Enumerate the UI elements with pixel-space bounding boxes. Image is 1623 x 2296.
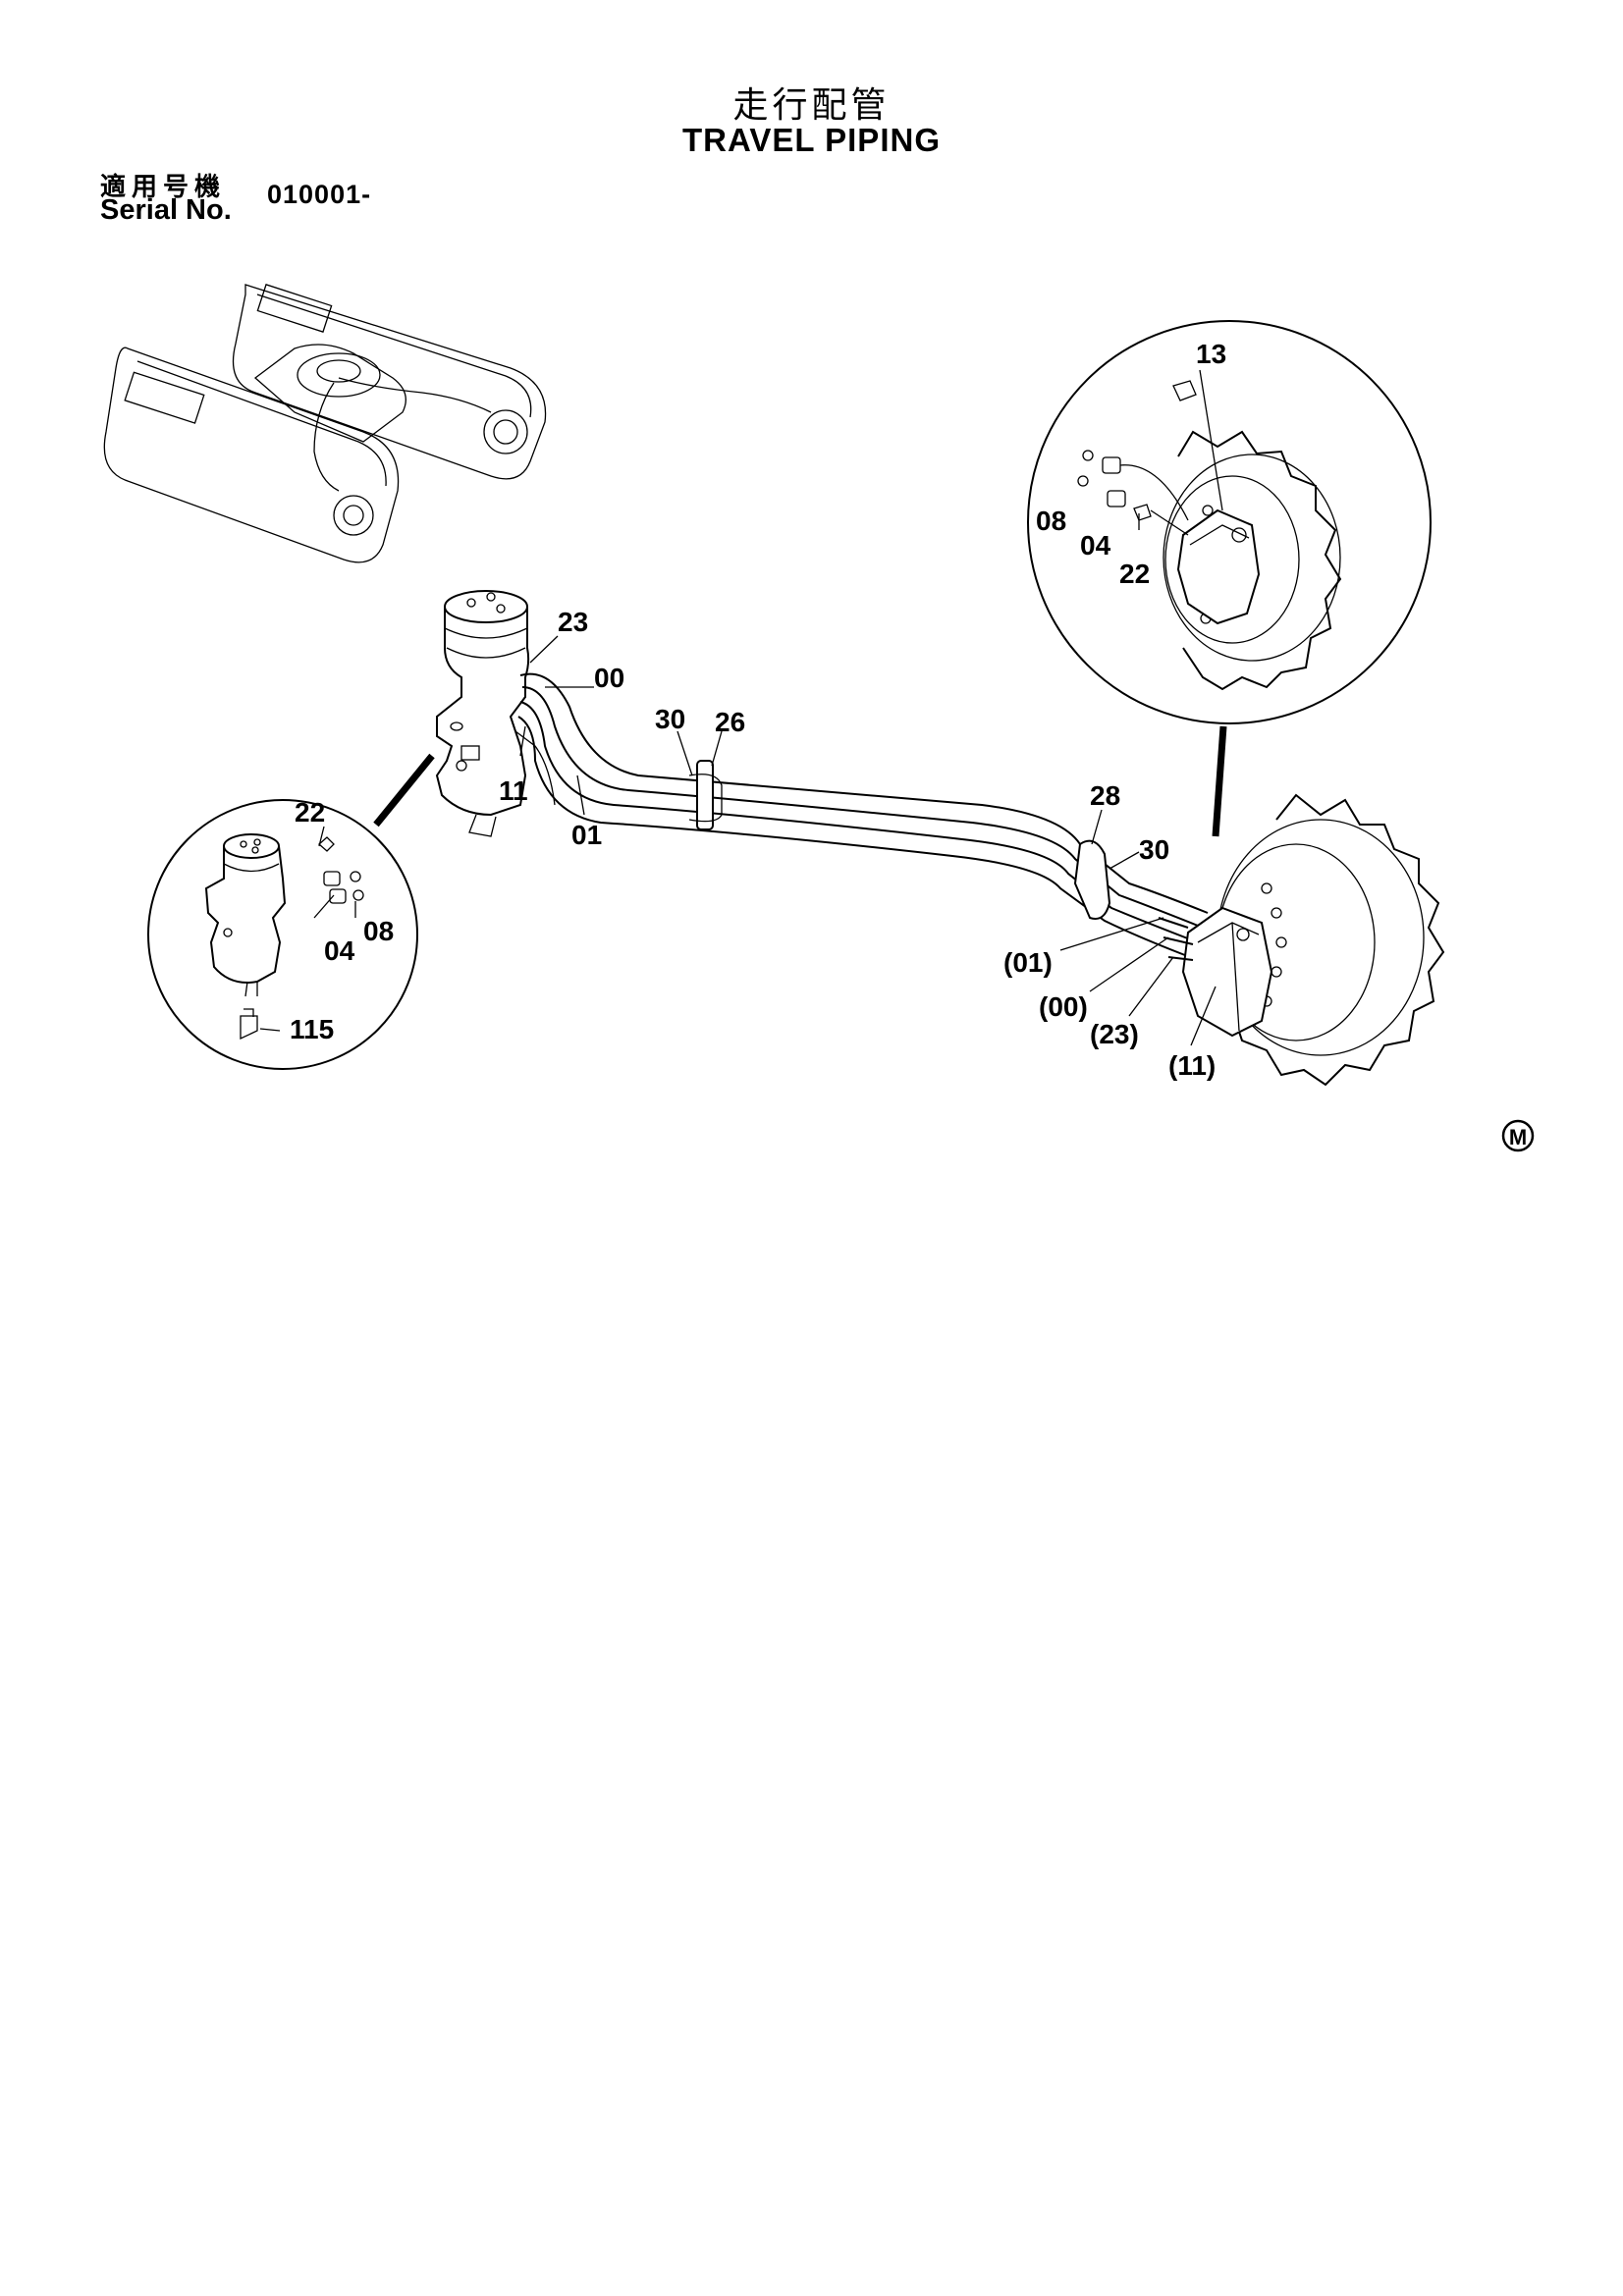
callout-label: (23) [1090, 1019, 1139, 1049]
callout-label: 23 [558, 607, 588, 637]
title-english: TRAVEL PIPING [682, 122, 941, 158]
callout-label: 30 [655, 704, 685, 734]
serial-label: Serial No. [100, 194, 232, 226]
callout-label: 13 [1196, 339, 1226, 369]
center-joint [435, 590, 530, 837]
callout-label: 26 [715, 707, 745, 737]
callout-label: 22 [295, 797, 325, 828]
mark-letter: M [1509, 1125, 1527, 1149]
detail-circle-left [147, 799, 418, 1070]
callout-leaders [259, 369, 1223, 1046]
callout-label: (01) [1003, 947, 1053, 978]
callout-labels: 23 00 30 26 11 01 28 30 (01) (00) (23) (… [290, 339, 1226, 1081]
callout-label: 22 [1119, 559, 1150, 589]
undercarriage-overview [103, 284, 547, 563]
callout-label: 30 [1139, 834, 1169, 865]
circled-m-mark: M [1501, 1119, 1535, 1152]
callout-label: 04 [1080, 530, 1111, 561]
serial-label-japanese: 適用号機 [100, 173, 227, 202]
callout-label: 00 [594, 663, 624, 693]
callout-label: (11) [1168, 1050, 1216, 1081]
callout-label: 11 [499, 775, 528, 806]
title-japanese: 走行配管 [732, 85, 891, 126]
hose-clamp-right [1073, 839, 1111, 920]
leader-to-left-detail [373, 753, 435, 828]
travel-motor [1158, 793, 1445, 1087]
detail-circle-right [1027, 320, 1432, 724]
leader-to-right-detail [1212, 725, 1227, 837]
callout-label: 115 [290, 1014, 334, 1044]
callout-label: 04 [324, 935, 355, 966]
serial-value: 010001- [267, 180, 372, 209]
hose-clamp [688, 760, 723, 830]
callout-label: 08 [363, 916, 394, 946]
callout-label: 01 [571, 820, 602, 850]
callout-label: 28 [1090, 780, 1120, 811]
callout-label: 08 [1036, 506, 1066, 536]
travel-hoses [514, 672, 1209, 958]
callout-label: (00) [1039, 991, 1088, 1022]
